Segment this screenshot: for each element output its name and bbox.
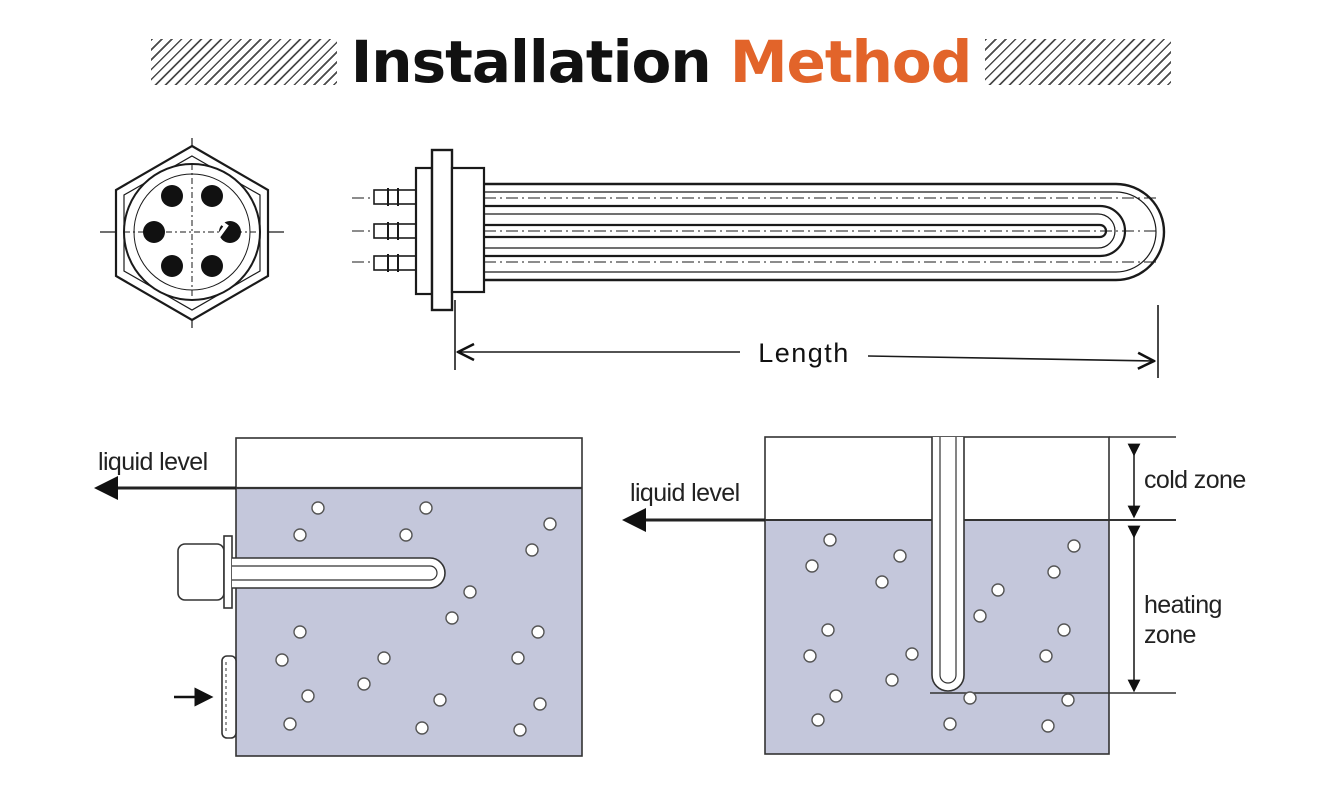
mount-flange xyxy=(223,535,233,609)
length-arrow-right xyxy=(867,356,1154,361)
vertical-heater-element xyxy=(931,437,965,692)
terminal-dot xyxy=(143,221,165,243)
hexagon-end-view xyxy=(100,138,284,328)
side-fitting xyxy=(221,655,237,739)
jumper-link xyxy=(204,210,229,250)
liquid-body xyxy=(236,488,582,756)
terminal-dot xyxy=(201,185,223,207)
liquid-level-label-left: liquid level xyxy=(98,448,208,476)
gasket xyxy=(414,166,434,296)
heater-element xyxy=(232,557,446,589)
tank-outline xyxy=(235,437,583,757)
liquid-level-label-right: liquid level xyxy=(630,479,740,507)
title-bar: Installation Method xyxy=(0,22,1322,102)
title-hatch-left xyxy=(150,39,337,85)
terminal-studs xyxy=(373,188,421,272)
tank-vertical-install xyxy=(622,436,1176,755)
outer-tube xyxy=(484,182,1166,282)
bubbles xyxy=(275,501,557,737)
bubbles xyxy=(803,533,1081,733)
flange xyxy=(430,148,454,312)
heating-zone-label-line1: heating xyxy=(1144,591,1222,619)
hex-body xyxy=(450,166,486,294)
terminal-box xyxy=(177,543,225,601)
hex-inner xyxy=(123,155,261,311)
title-hatch-right xyxy=(985,39,1172,85)
tank-horizontal-install xyxy=(94,437,583,757)
page-title: Installation Method xyxy=(350,28,973,96)
title-word-installation: Installation xyxy=(350,28,712,96)
heating-zone-label-line2: zone xyxy=(1144,621,1196,649)
terminal-dot xyxy=(201,255,223,277)
terminal-dot xyxy=(161,255,183,277)
length-label: Length xyxy=(758,338,850,368)
title-word-method: Method xyxy=(729,28,972,96)
middle-tube xyxy=(484,204,1127,258)
terminal-dot xyxy=(161,185,183,207)
cold-zone-label: cold zone xyxy=(1144,466,1246,494)
heater-side-view xyxy=(352,148,1166,378)
